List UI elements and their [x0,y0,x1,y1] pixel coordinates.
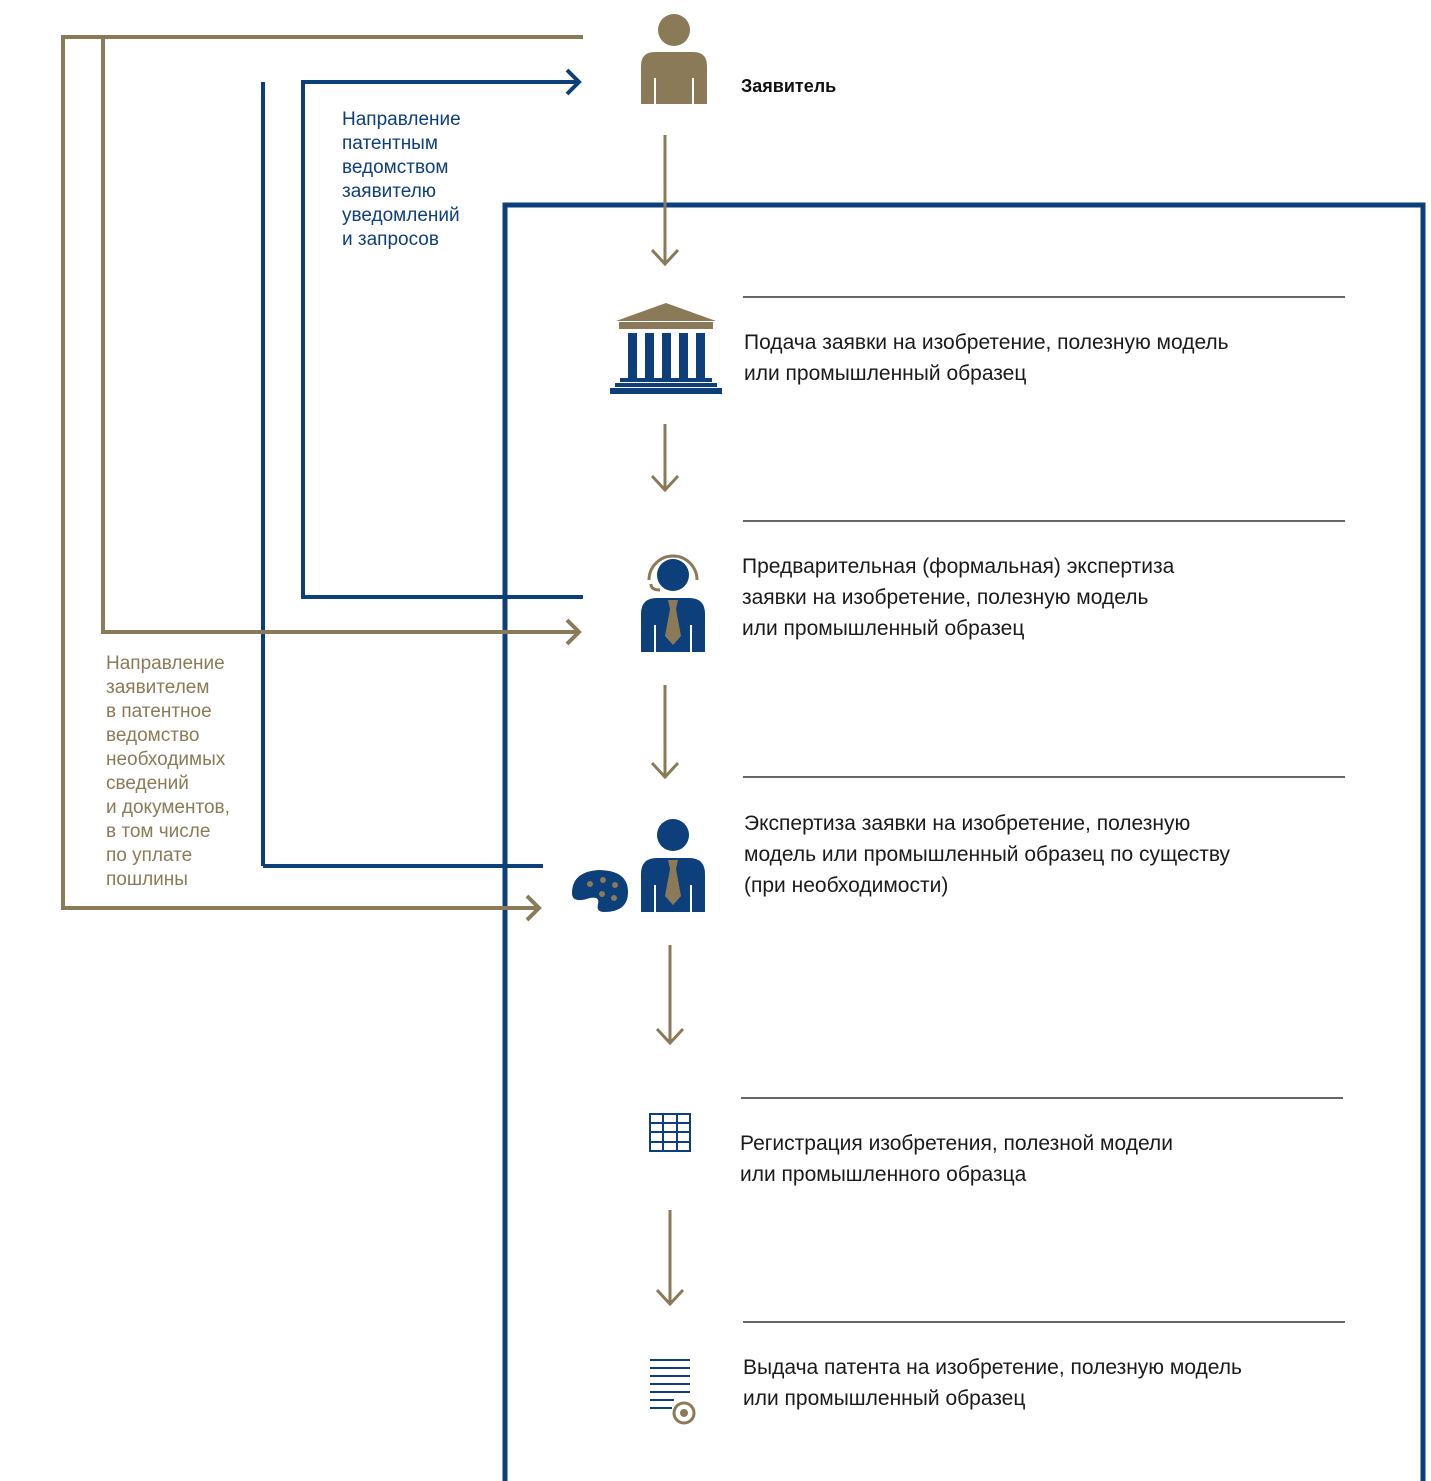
flow-arrow-icon [650,424,680,493]
register-table-icon [649,1113,691,1152]
examiner-with-palette-icon [572,819,705,912]
flow-arrow-icon [650,135,680,267]
step-5-text: Выдача патента на изобретение, полезную … [743,1356,1242,1410]
step-rules [741,296,1345,1323]
examiner-with-headset-icon [641,554,705,652]
applicant-label: Заявитель [741,76,837,96]
flow-arrow-icon [655,1210,685,1307]
arrowhead-icon [565,618,582,646]
arrowhead-icon [565,68,582,96]
step-3-text: Экспертиза заявки на изобретение, полезн… [744,812,1231,897]
step-4-text: Регистрация изобретения, полезной модели… [740,1132,1173,1186]
flow-arrows [650,135,685,1307]
flow-arrow-icon [655,945,685,1046]
applicant-to-office-connector [61,35,583,922]
step-1-text: Подача заявки на изобретение, полезную м… [744,331,1229,385]
applicant-to-office-note: Направление заявителем в патентное ведом… [106,653,230,890]
flow-arrow-icon [650,685,680,780]
arrowhead-icon [525,894,542,922]
palette-icon [572,870,628,912]
patent-document-seal-icon [650,1359,696,1425]
patent-office-building-icon [610,303,722,394]
person-icon [641,14,707,104]
step-2-text: Предварительная (формальная) экспертиза … [742,555,1175,640]
office-to-applicant-note: Направление патентным ведомством заявите… [342,109,461,250]
patent-office-frame [502,202,1426,1481]
office-to-applicant-connector [261,68,583,868]
